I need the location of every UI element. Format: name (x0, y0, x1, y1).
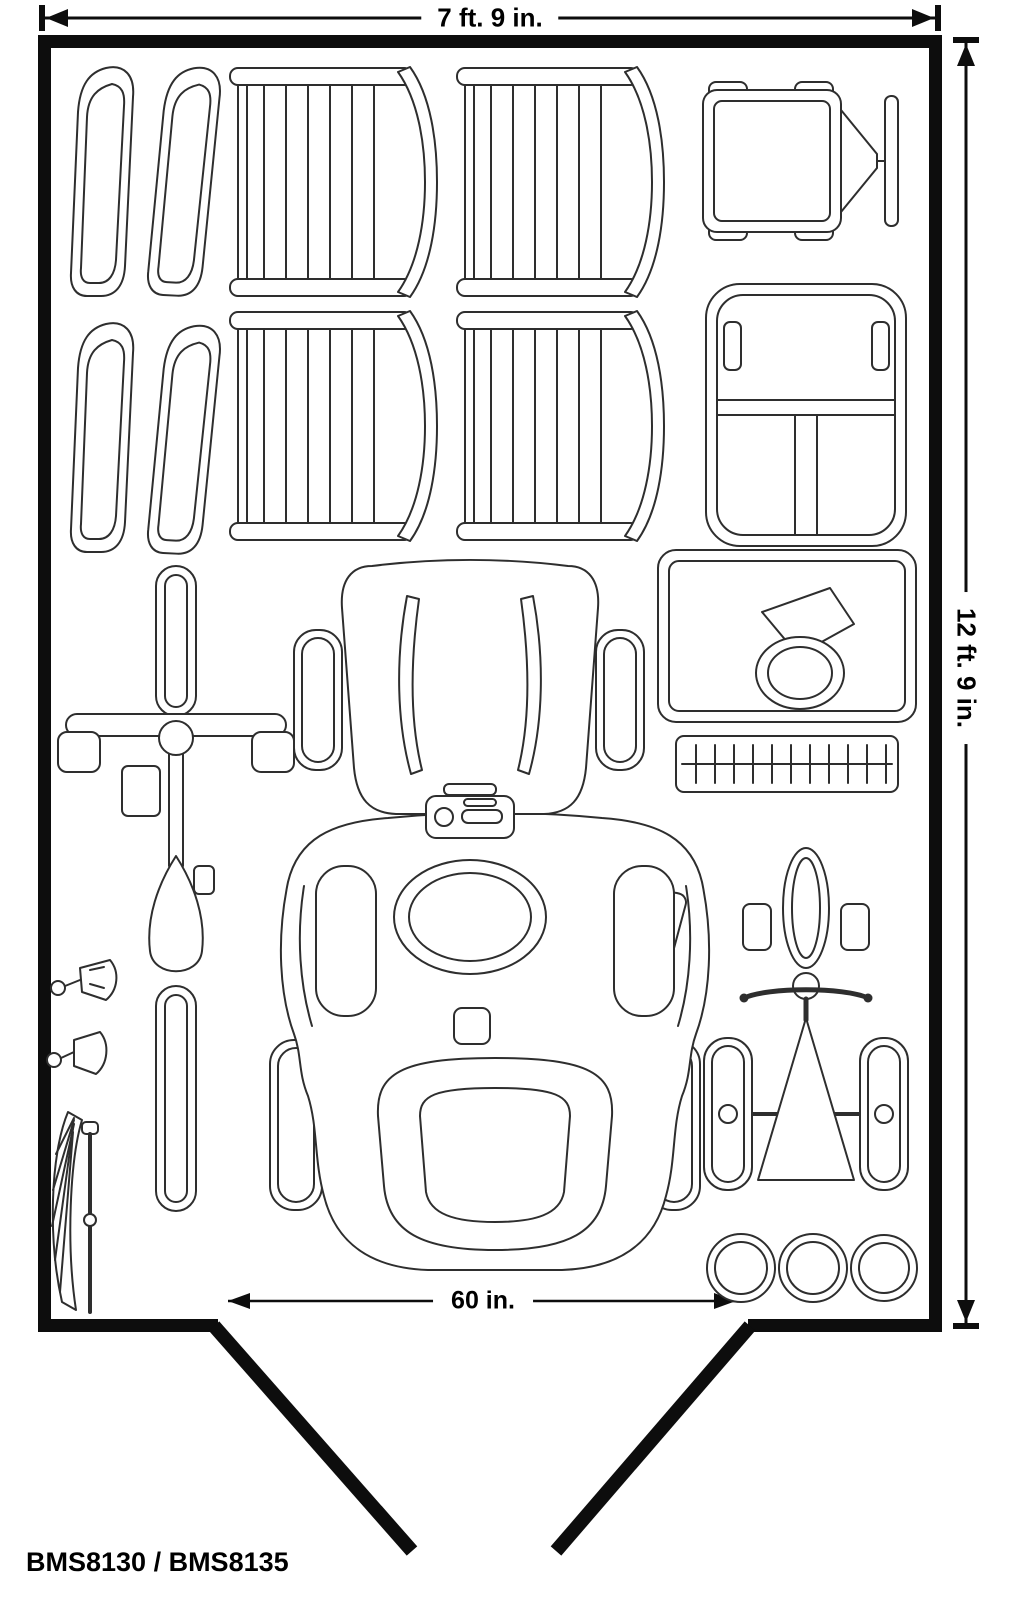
door-dimension-label: 60 in. (433, 1287, 533, 1315)
hand-truck-icon (705, 283, 907, 547)
snow-blower-icon (657, 549, 917, 793)
garden-tool-group (46, 959, 118, 1314)
height-dimension-label: 12 ft. 9 in. (951, 592, 981, 744)
tricycle-icon (703, 847, 909, 1191)
wagon-icon (702, 81, 899, 241)
door-swing (208, 1321, 756, 1556)
riding-mower-icon (269, 559, 711, 1271)
planter-pot-group (706, 1233, 918, 1303)
sled-group (69, 64, 223, 557)
folding-chair-group (229, 66, 665, 542)
shed-walls (38, 35, 942, 1332)
model-number-label: BMS8130 / BMS8135 (26, 1547, 289, 1577)
width-dimension-label: 7 ft. 9 in. (421, 4, 559, 33)
stored-items (46, 64, 918, 1314)
bicycle-icon (57, 565, 295, 1212)
